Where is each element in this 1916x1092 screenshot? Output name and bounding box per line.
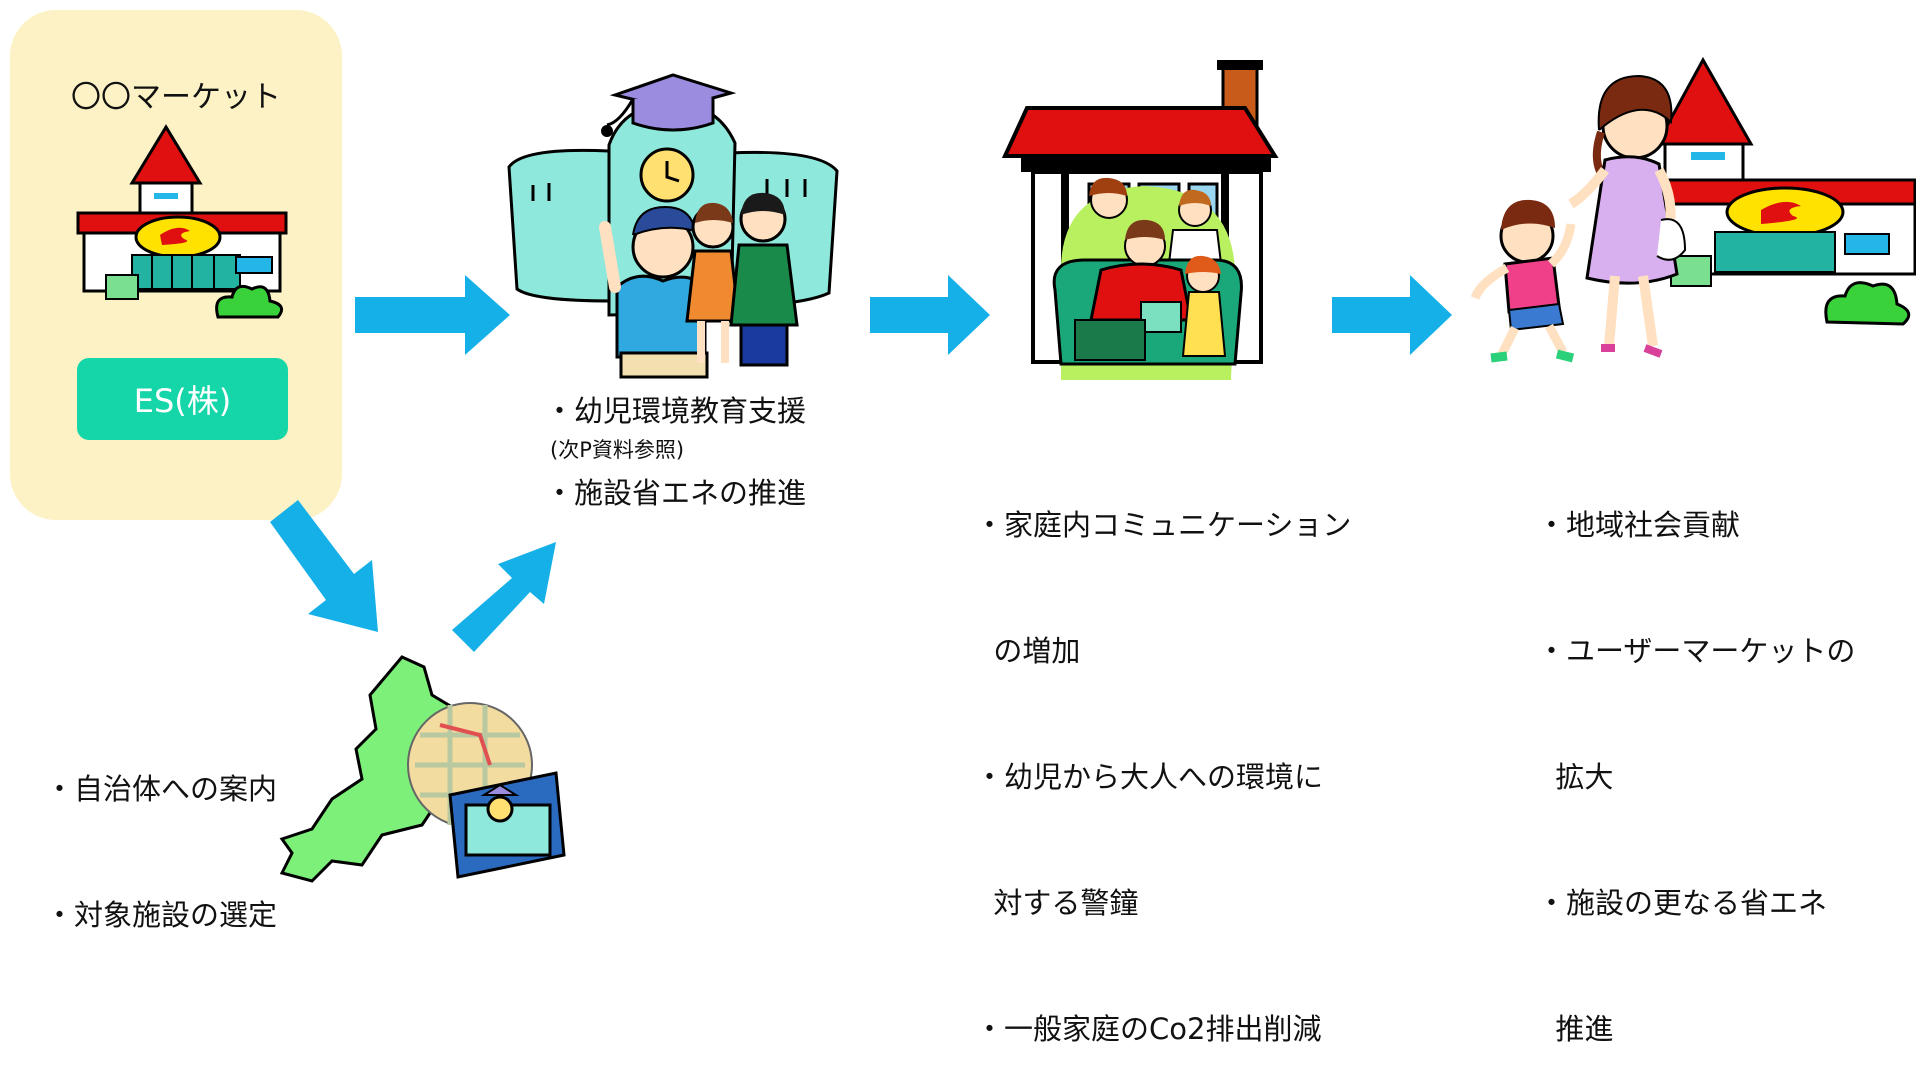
kindergarten-note: (次P資料参照) <box>550 438 685 462</box>
prefecture-map-icon <box>279 655 566 883</box>
community-text: ・地域社会貢献 ・ユーザーマーケットの 拡大 ・施設の更なる省エネ 推進 <box>1537 508 1856 1046</box>
company-badge: ES(株) <box>77 358 288 440</box>
municipality-text: ・自治体への案内 ・対象施設の選定 <box>45 772 278 932</box>
kindergarten-text-2: ・施設省エネの推進 <box>545 476 807 510</box>
supermarket-building-icon <box>76 124 288 319</box>
kindergarten-text-1: ・幼児環境教育支援 <box>545 394 807 428</box>
mother-child-shop-icon <box>1470 56 1916 363</box>
family-house-icon <box>1001 60 1279 380</box>
flow-arrow-icon <box>355 275 510 355</box>
kindergarten-building-icon <box>507 73 839 379</box>
flow-arrow-icon <box>452 542 556 652</box>
flow-arrow-icon <box>870 275 990 355</box>
market-label: 〇〇マーケット <box>71 80 281 115</box>
flow-arrow-icon <box>1332 275 1452 355</box>
flow-arrow-icon <box>270 500 378 632</box>
home-text: ・家庭内コミュニケーション の増加 ・幼児から大人への環境に 対する警鐘 ・一般… <box>975 508 1352 1046</box>
